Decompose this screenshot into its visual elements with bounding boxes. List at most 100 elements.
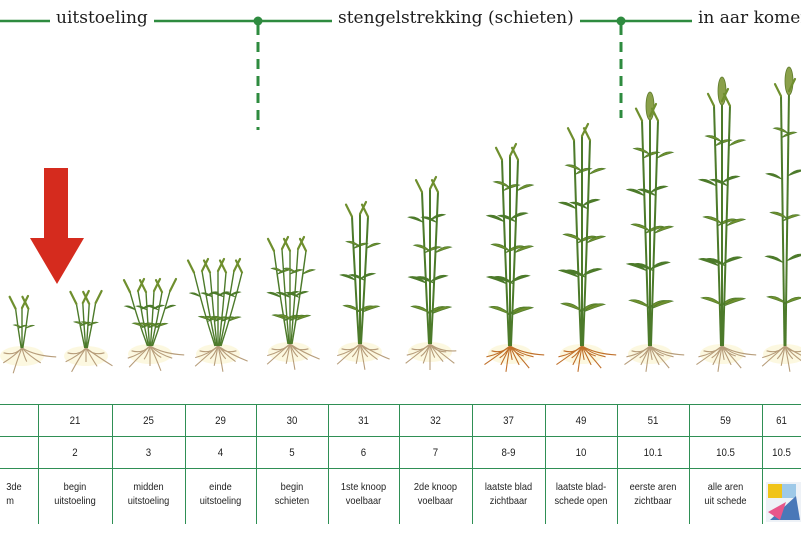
leaf	[339, 274, 356, 281]
stem	[137, 290, 150, 347]
leaf-tip	[494, 146, 504, 161]
plant-9	[624, 91, 685, 372]
stem	[14, 308, 22, 349]
leaf	[649, 185, 669, 193]
root	[624, 345, 651, 365]
leaf-tip	[360, 203, 370, 218]
stage-feekes: 10	[575, 447, 587, 459]
leaf	[509, 212, 529, 220]
leaf	[25, 324, 36, 329]
leaf-tip	[154, 279, 164, 294]
plant-4	[266, 235, 320, 370]
root	[355, 343, 361, 364]
leaf	[200, 292, 213, 298]
stage-feekes: 2	[72, 447, 78, 459]
stage-dc: 31	[358, 415, 369, 427]
plant-11	[761, 66, 801, 372]
stem	[780, 96, 786, 347]
table-column-divider	[617, 404, 618, 524]
leaf	[564, 269, 586, 278]
root	[721, 345, 757, 356]
timeline-node-1	[253, 16, 263, 26]
stem	[22, 308, 30, 349]
stage-feekes: 8-9	[501, 447, 516, 459]
leaf	[138, 322, 152, 328]
stem	[151, 290, 171, 347]
leaf-tip	[773, 83, 783, 98]
leaf	[412, 244, 431, 252]
timeline-node-2	[616, 16, 626, 26]
leaf	[222, 292, 236, 298]
leaf-tip	[298, 237, 308, 252]
leaf	[721, 256, 743, 265]
leaf	[787, 169, 801, 177]
stage-dc: 37	[503, 415, 514, 427]
leaf	[134, 305, 148, 311]
root	[556, 345, 583, 365]
leaf	[628, 299, 651, 308]
table-rule-top	[0, 404, 801, 405]
soil-patch	[338, 342, 382, 362]
leaf	[488, 306, 511, 315]
stage-dc: 51	[647, 415, 659, 427]
leaf	[769, 211, 788, 219]
leaf	[766, 295, 787, 304]
leaf	[342, 304, 361, 312]
leaf	[786, 253, 801, 262]
leaf	[434, 246, 453, 254]
leaf	[714, 139, 733, 147]
stem	[573, 140, 582, 347]
leaf	[697, 178, 717, 187]
root	[12, 347, 23, 374]
stage-feekes: 10.1	[643, 447, 663, 459]
stage-feekes: 6	[360, 447, 367, 459]
table-column-divider	[689, 404, 690, 524]
leaf-tip	[232, 257, 242, 273]
root	[85, 347, 105, 355]
leaf	[485, 214, 505, 223]
leaf-tip	[69, 290, 78, 305]
root	[581, 345, 617, 356]
root	[128, 345, 151, 368]
leaf	[581, 268, 603, 277]
leaf	[276, 314, 293, 321]
stage-dc: 29	[215, 415, 226, 427]
root	[289, 343, 309, 351]
leaf	[410, 305, 431, 314]
stem	[501, 159, 510, 347]
leaf	[72, 321, 85, 326]
leaf-tip	[234, 259, 244, 274]
root	[2, 347, 23, 364]
soil-patch	[196, 344, 240, 364]
leaf	[723, 297, 747, 307]
leaf	[302, 269, 316, 275]
stage-feekes: 4	[217, 447, 224, 459]
plant-5	[336, 200, 390, 370]
stem	[86, 302, 97, 349]
root	[71, 347, 87, 373]
corner-logo-icon	[766, 482, 801, 522]
stage-dc: 49	[575, 415, 587, 427]
leaf	[295, 314, 312, 322]
leaf	[704, 258, 726, 267]
plant-0	[2, 294, 57, 374]
leaf	[227, 316, 242, 322]
stem	[641, 120, 650, 347]
stage-feekes: 10.5	[716, 447, 735, 459]
leaf	[588, 167, 607, 175]
leaf	[348, 274, 365, 281]
leaf	[700, 296, 723, 306]
leaf	[516, 184, 535, 192]
leaf	[362, 305, 381, 313]
leaf	[721, 175, 741, 183]
stage-dc: 30	[286, 415, 298, 427]
leaf	[649, 261, 671, 270]
root	[359, 343, 379, 351]
leaf	[583, 303, 607, 312]
leaf-tip	[430, 179, 440, 194]
leaf-tip	[582, 127, 592, 142]
leaf	[407, 216, 424, 223]
leaf	[211, 315, 225, 322]
stage-dc: 25	[143, 415, 154, 427]
stage-name: begin schieten	[274, 481, 310, 507]
